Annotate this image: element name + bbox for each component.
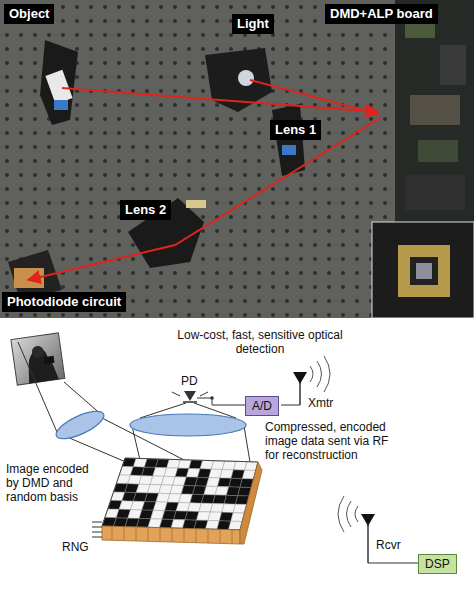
antenna [293, 372, 307, 384]
dmd-inset [372, 222, 474, 318]
wire [197, 398, 245, 405]
illustration-part [102, 458, 258, 530]
antenna [361, 514, 375, 526]
illustration-part [184, 528, 185, 542]
illustration-part [196, 529, 197, 543]
note-text: Compressed, encoded image data sent via … [265, 420, 405, 462]
dmd-board [395, 0, 474, 225]
illustration-part [172, 528, 173, 542]
lens [53, 406, 108, 444]
illustration-part [410, 257, 438, 285]
photo-label: DMD+ALP board [325, 4, 438, 24]
illustration-part [210, 396, 214, 400]
illustration-part [54, 100, 68, 110]
converter-box: A/D [245, 396, 279, 416]
scene-image [11, 333, 65, 385]
box-text: DMD+ALP board [330, 6, 433, 22]
illustration-part [324, 356, 330, 392]
box-text: Photodiode circuit [7, 294, 121, 310]
part-label: PD [181, 374, 198, 388]
photo-label: Object [4, 4, 54, 24]
rng-pins [92, 522, 102, 537]
wire [281, 405, 300, 406]
lamp [238, 70, 254, 86]
illustration-part [355, 506, 358, 522]
illustration-part [232, 530, 233, 544]
illustration-part [124, 527, 125, 541]
radio-waves [338, 496, 358, 532]
dmd-base [240, 462, 262, 544]
photo-label: Lens 1 [270, 120, 321, 140]
part-label: Xmtr [308, 396, 333, 410]
illustration-part [44, 356, 55, 364]
illustration-part [317, 361, 322, 387]
illustration-part [418, 140, 458, 162]
box-text: A/D [252, 399, 272, 413]
illustration-part [92, 527, 102, 528]
object [45, 70, 72, 104]
illustration-part [208, 529, 209, 543]
illustration-part [18, 342, 57, 432]
dmd-chip [398, 245, 450, 297]
illustration-part [338, 496, 344, 532]
illustration-part [136, 527, 137, 541]
photo-label: Light [232, 14, 274, 34]
dmd-base [102, 526, 240, 544]
illustration-part [405, 175, 465, 210]
illustration-part [200, 392, 208, 396]
light-path [28, 118, 380, 280]
illustration-part [92, 532, 102, 533]
illustration-part [183, 401, 197, 403]
note-text: Low-cost, fast, sensitive optical detect… [175, 328, 345, 356]
illustration-part [244, 426, 250, 462]
radio-waves [310, 356, 330, 392]
processor-box: DSP [418, 554, 457, 574]
illustration-part [172, 392, 180, 396]
photo-label: Lens 2 [120, 200, 171, 220]
dmd-stripes [112, 527, 232, 544]
antenna [367, 520, 369, 563]
rays [18, 342, 250, 468]
part-label: Rcvr [376, 538, 401, 552]
photo-label: Photodiode circuit [2, 292, 126, 312]
illustration-part [186, 200, 206, 208]
box-text: Lens 2 [125, 202, 166, 218]
illustration-part [440, 45, 466, 85]
illustration-part [92, 537, 102, 538]
illustration-part [220, 529, 221, 543]
illustration-part [347, 501, 352, 527]
illustration-part [160, 528, 161, 542]
dmd-array [102, 458, 258, 530]
note-text: Image encoded by DMD and random basis [6, 462, 96, 504]
wire [368, 563, 418, 564]
illustration-part [92, 522, 102, 523]
lens1-mount [272, 104, 305, 176]
box-text: Light [237, 16, 269, 32]
illustration-part [282, 145, 296, 155]
illustration-part [11, 333, 65, 385]
box-text: DSP [425, 557, 450, 571]
box-text: Object [9, 6, 49, 22]
illustration-part [310, 366, 313, 382]
illustration-part [416, 263, 432, 279]
illustration-part [148, 528, 149, 541]
illustration-part [31, 345, 45, 359]
light-path [62, 88, 378, 112]
schematic-ground [0, 318, 474, 590]
part-label: RNG [62, 540, 89, 554]
illustration-part [112, 527, 113, 540]
box-text: Lens 1 [275, 122, 316, 138]
optical-table [0, 0, 474, 318]
object-mount [40, 40, 78, 125]
lens [130, 414, 246, 436]
illustration-part [410, 95, 460, 125]
light-path [250, 80, 378, 114]
photodiode-symbol [184, 391, 196, 401]
